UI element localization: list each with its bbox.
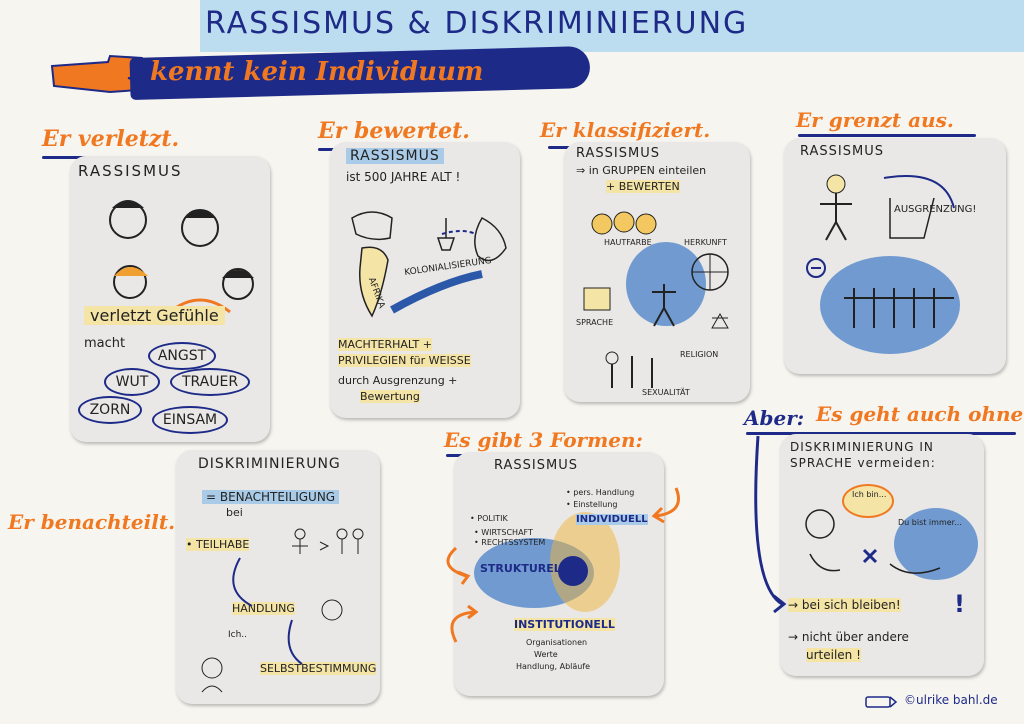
exclamation-mark: ! [954, 590, 965, 618]
form-label: STRUKTURELL [480, 562, 568, 575]
panel-text-line: PRIVILEGIEN für WEISSE [338, 354, 471, 367]
form-note: • RECHTSSYSTEM [474, 538, 546, 547]
panel-text-line: ⇒ in GRUPPEN einteilen [576, 164, 707, 177]
heading-bewertet: Er bewertet. [318, 118, 470, 144]
heading-benachteilt: Er benachteilt. [8, 510, 176, 534]
speech-bubble-text: Du bist immer... [898, 518, 962, 527]
exclusion-illustration [806, 174, 955, 328]
arrow-icon [651, 487, 680, 524]
panel-text-line: bei [226, 506, 243, 519]
form-label: INDIVIDUELL [576, 514, 648, 525]
center-dot [558, 556, 588, 586]
disadvantage-item: • TEILHABE [186, 538, 250, 551]
panel-text-line: MACHTERHALT + [338, 338, 432, 351]
panel-ohne: DISKRIMINIERUNG IN SPRACHE vermeiden: Ic… [780, 434, 984, 676]
feeling-oval: ANGST [148, 342, 216, 370]
signature: ©ulrike bahl.de [904, 693, 998, 707]
form-note: Handlung, Abläufe [516, 662, 591, 671]
heading-klassifiziert: Er klassifiziert. [540, 118, 711, 142]
category-label: HERKUNFT [684, 238, 727, 247]
category-label: SEXUALITÄT [642, 388, 690, 397]
form-note: • WIRTSCHAFT [474, 528, 533, 537]
feeling-oval: ZORN [78, 396, 142, 424]
disadvantage-item: SELBSTBESTIMMUNG [260, 662, 377, 675]
panel-text-line: + BEWERTEN [606, 180, 680, 193]
feeling-oval: EINSAM [152, 406, 228, 434]
panel-topic: DISKRIMINIERUNG [198, 456, 341, 472]
feeling-oval: TRAUER [170, 368, 250, 396]
heading-underline [746, 432, 1016, 435]
exclusion-label: AUSGRENZUNG! [894, 204, 977, 215]
panel-topic: RASSISMUS [800, 144, 884, 159]
panel-text-line: verletzt Gefühle [84, 306, 225, 325]
speech-bubble: Ich.. [228, 630, 248, 640]
speech-bubble [842, 484, 894, 518]
panel-topic: RASSISMUS [494, 458, 578, 473]
panel-topic: RASSISMUS [346, 148, 444, 164]
arrow-icon [446, 546, 471, 585]
paint-blob [820, 256, 960, 354]
form-note: Werte [534, 650, 558, 659]
title-band [200, 0, 1024, 52]
form-note: • POLITIK [470, 514, 508, 523]
paint-blob [894, 508, 978, 580]
tip-line: urteilen ! [806, 648, 861, 662]
category-label: SPRACHE [576, 318, 614, 327]
arrow-icon [450, 604, 479, 643]
feeling-oval: WUT [104, 368, 160, 396]
panel-grenzt: RASSISMUS AUSGRENZUNG! [784, 138, 1006, 374]
world-map-illustration [351, 211, 507, 318]
heading-verletzt: Er verletzt. [42, 126, 180, 152]
form-note: Organisationen [526, 638, 588, 647]
disadvantage-item: HANDLUNG [232, 602, 295, 615]
tip-line: → nicht über andere [788, 630, 909, 644]
panel-bewertet: RASSISMUS ist 500 JAHRE ALT ! AFRIKA KOL… [330, 142, 520, 418]
speaking-person-illustration [805, 509, 941, 574]
faces-illustration [99, 200, 254, 319]
panel-formen: RASSISMUS • POLITIK • WIRTSCHAFT • RECHT… [454, 452, 664, 696]
panel-topic: RASSISMUS [78, 162, 183, 180]
page-title: RASSISMUS & DISKRIMINIERUNG [205, 6, 749, 41]
heading-grenzt: Er grenzt aus. [796, 108, 954, 132]
heading-formen: Es gibt 3 Formen: [444, 428, 643, 452]
classification-illustration [583, 211, 729, 388]
speech-bubble-text: Ich bin... [852, 490, 887, 499]
category-label: HAUTFARBE [604, 238, 652, 247]
panel-text-line: SPRACHE vermeiden: [790, 456, 936, 470]
panel-text-line: DISKRIMINIERUNG IN [790, 440, 934, 454]
panel-text-line: Bewertung [360, 390, 420, 403]
panel-klassifiziert: RASSISMUS ⇒ in GRUPPEN einteilen + BEWER… [564, 142, 750, 402]
panel-benachteilt: DISKRIMINIERUNG = BENACHTEILIGUNG bei • … [176, 450, 380, 704]
disadvantage-illustration [201, 528, 364, 693]
form-note: • pers. Handlung [566, 488, 635, 497]
heading-underline [798, 134, 976, 137]
form-note: • Einstellung [566, 500, 618, 509]
heading-aber: Aber: [744, 406, 805, 430]
page-subtitle: kennt kein Individuum [150, 57, 484, 87]
category-label: RELIGION [680, 350, 719, 359]
panel-text-line: macht [84, 336, 126, 351]
form-label: INSTITUTIONELL [514, 618, 615, 631]
panel-text-line: durch Ausgrenzung + [338, 374, 458, 387]
panel-verletzt: RASSISMUS verletzt Gefühle macht ANGST W… [70, 156, 270, 442]
tip-line: → bei sich bleiben! [788, 598, 901, 612]
panel-text-line: = BENACHTEILIGUNG [202, 490, 340, 504]
pen-icon [865, 696, 898, 708]
panel-topic: RASSISMUS [576, 146, 660, 161]
heading-ohne: Es geht auch ohne! [816, 402, 1024, 426]
arrow-icon [754, 435, 787, 614]
panel-text-line: ist 500 JAHRE ALT ! [346, 170, 461, 184]
